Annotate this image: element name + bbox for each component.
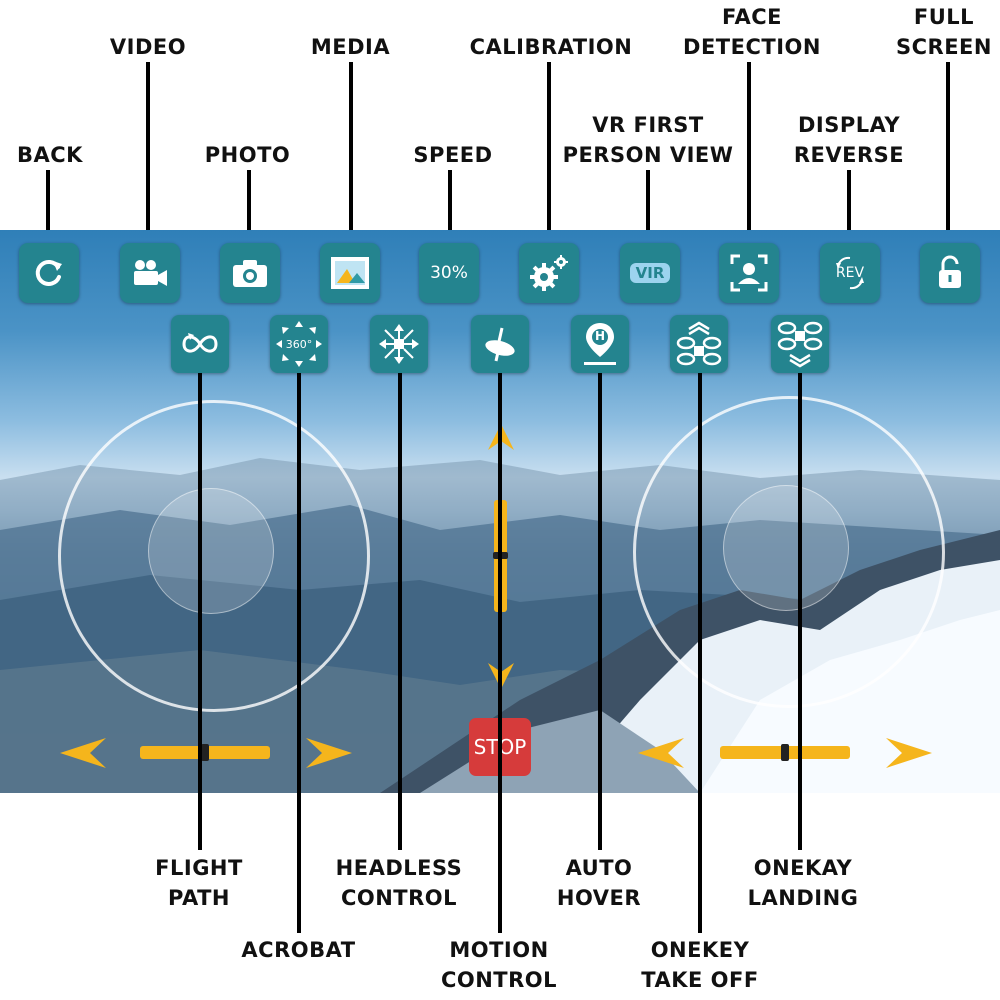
acrobat-button[interactable]: 360° — [270, 315, 328, 373]
photo-button[interactable] — [220, 243, 280, 303]
right-joystick[interactable] — [633, 396, 945, 708]
leader-photo — [247, 170, 251, 242]
onekey-takeoff-button[interactable] — [670, 315, 728, 373]
leader-speed — [448, 170, 452, 242]
loop-icon — [182, 333, 218, 353]
leader-media — [349, 62, 353, 242]
drone-down-icon — [777, 321, 823, 368]
flip-arrows-icon — [276, 321, 322, 367]
flight-path-button[interactable] — [171, 315, 229, 373]
label-acrobat: ACROBAT — [241, 938, 356, 962]
leader-takeoff — [698, 373, 702, 933]
headless-cross-icon — [379, 324, 419, 364]
left-joystick[interactable] — [58, 400, 370, 712]
display-reverse-button[interactable]: REV — [820, 243, 880, 303]
speed-button[interactable]: 30% — [419, 243, 479, 303]
vr-text: VIR — [629, 263, 671, 283]
leader-auto-hover — [598, 373, 602, 850]
leader-video — [146, 62, 150, 242]
right-joystick-knob[interactable] — [723, 485, 849, 611]
video-button[interactable] — [120, 243, 180, 303]
calibration-button[interactable] — [519, 243, 579, 303]
video-camera-icon — [134, 260, 167, 286]
back-button[interactable] — [19, 243, 79, 303]
speed-value: 30% — [430, 263, 468, 283]
acrobat-text: 360° — [285, 337, 313, 351]
label-back: BACK — [17, 143, 83, 167]
rev-text: REV — [835, 265, 865, 281]
onekey-landing-button[interactable] — [771, 315, 829, 373]
full-screen-button[interactable] — [920, 243, 980, 303]
refresh-icon — [35, 259, 62, 286]
left-joystick-knob[interactable] — [148, 488, 274, 614]
leader-calibration — [547, 62, 551, 242]
left-trim-left-arrow-icon[interactable] — [60, 738, 106, 768]
vr-button[interactable]: VIR — [620, 243, 680, 303]
leader-vr — [646, 170, 650, 242]
gyro-icon — [485, 327, 515, 362]
label-speed: SPEED — [413, 143, 493, 167]
unlock-icon — [939, 255, 961, 288]
face-frame-icon — [730, 254, 768, 292]
location-pin-icon — [584, 323, 616, 365]
auto-hover-button[interactable]: H — [571, 315, 629, 373]
leader-motion — [498, 373, 502, 933]
leader-headless — [398, 373, 402, 850]
label-media: MEDIA — [310, 35, 391, 59]
right-trim-right-arrow-icon[interactable] — [886, 738, 932, 768]
motion-control-button[interactable] — [471, 315, 529, 373]
media-button[interactable] — [320, 243, 380, 303]
drone-up-icon — [676, 321, 722, 366]
headless-control-button[interactable] — [370, 315, 428, 373]
face-detection-button[interactable] — [719, 243, 779, 303]
left-trim-right-arrow-icon[interactable] — [306, 738, 352, 768]
reverse-arrows-icon — [836, 256, 864, 290]
left-horizontal-trim-marker[interactable] — [201, 744, 209, 761]
leader-flight-path — [198, 373, 202, 850]
leader-full-screen — [946, 62, 950, 242]
label-calibration: CALIBRATION — [469, 35, 633, 59]
leader-back — [46, 170, 50, 242]
leader-landing — [798, 373, 802, 850]
gear-icon — [530, 255, 568, 291]
right-trim-left-arrow-icon[interactable] — [638, 738, 684, 768]
leader-display-reverse — [847, 170, 851, 242]
label-photo: PHOTO — [204, 143, 291, 167]
hover-text: H — [595, 329, 606, 343]
app-screen: 30% VIR — [0, 230, 1000, 793]
camera-icon — [233, 260, 267, 287]
right-horizontal-trim-marker[interactable] — [781, 744, 789, 761]
leader-acrobat — [297, 373, 301, 933]
image-icon — [331, 257, 369, 289]
label-video: VIDEO — [109, 35, 187, 59]
leader-face — [747, 62, 751, 242]
